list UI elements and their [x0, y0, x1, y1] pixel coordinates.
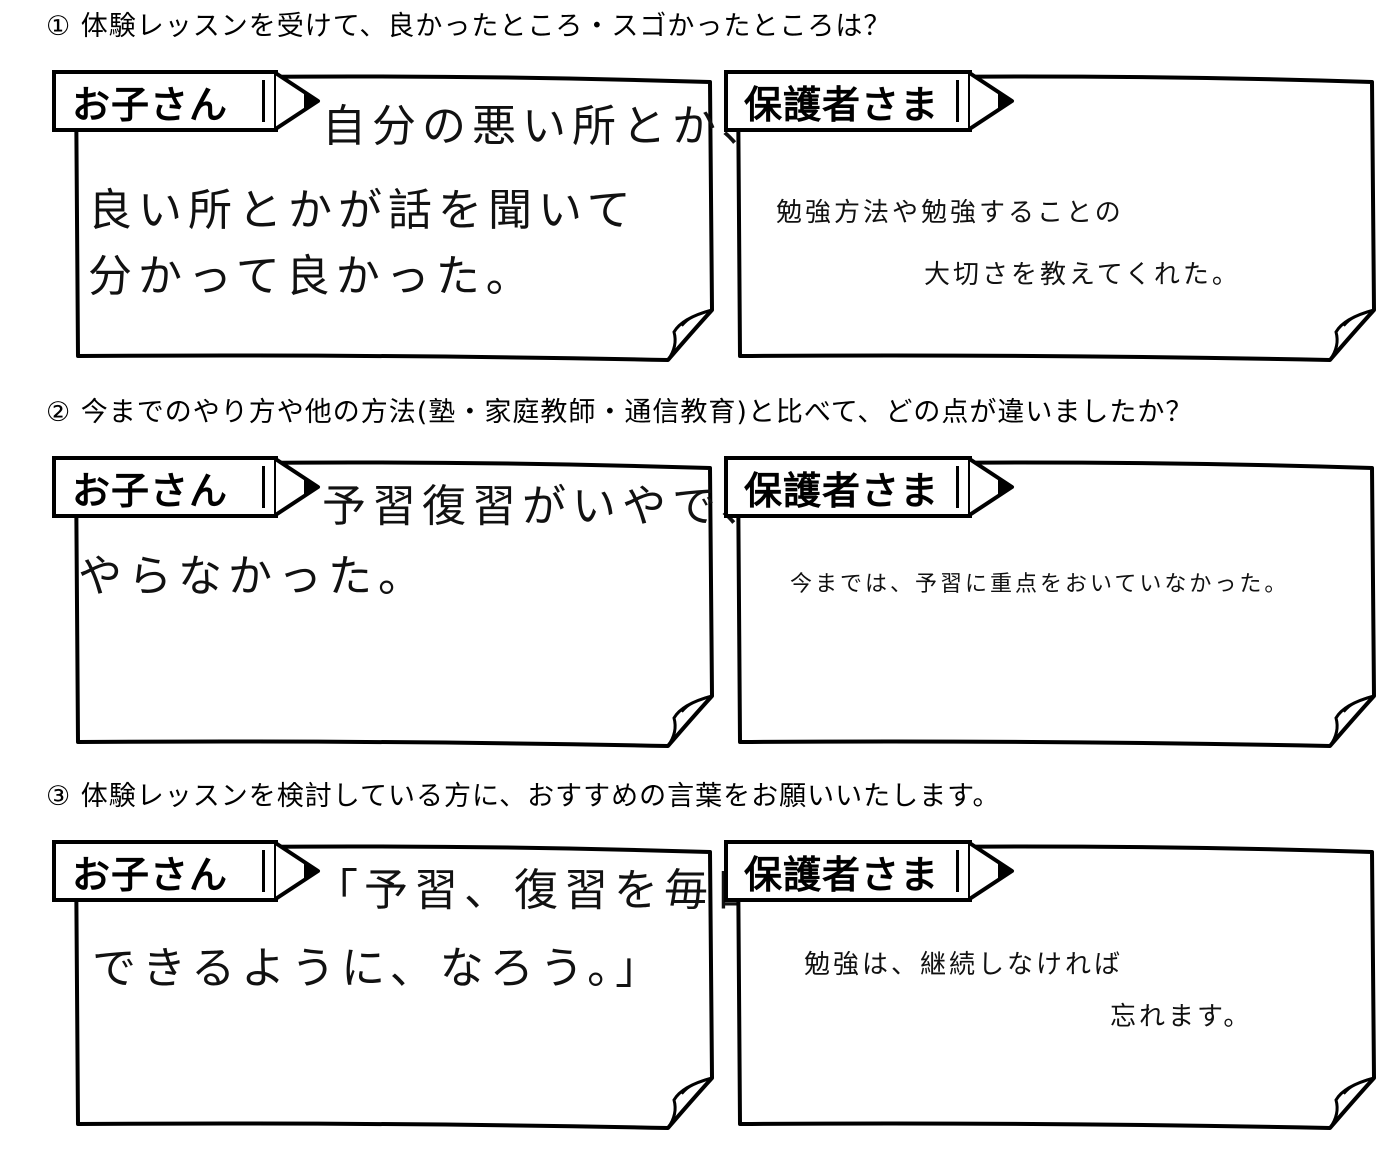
- child-label: お子さん: [72, 468, 229, 513]
- pencil-tip-icon: [274, 456, 320, 518]
- parent-label-tag: 保護者さま: [724, 70, 972, 132]
- answer-line: 良い所とかが話を聞いて: [88, 185, 637, 236]
- pencil-tip-icon: [274, 840, 320, 902]
- child-card-1: お子さん 自分の悪い所とか、 良い所とかが話を聞いて 分かって良かった。: [52, 70, 765, 362]
- parent-label: 保護者さま: [744, 82, 940, 127]
- note-frame: [74, 460, 714, 748]
- answer-line: 「予習、復習を毎日: [314, 865, 764, 916]
- child-card-3: お子さん 「予習、復習を毎日 できるように、なろう。」: [52, 840, 758, 1130]
- answer-line: やらなかった。: [78, 551, 428, 602]
- pencil-tip-icon: [968, 456, 1014, 518]
- note-frame: [736, 460, 1376, 748]
- pencil-tip-icon: [968, 840, 1014, 902]
- child-label-tag: お子さん: [52, 456, 278, 518]
- parent-card-2: 保護者さま 今までは、予習に重点をおいていなかった。: [724, 456, 1384, 748]
- answer-line: 大切さを教えてくれた。: [924, 260, 1241, 290]
- answer-line: 自分の悪い所とか、: [322, 101, 772, 152]
- note-frame: [74, 844, 714, 1130]
- answer-line: 分かって良かった。: [88, 251, 536, 302]
- answer-line: できるように、なろう。」: [92, 943, 666, 994]
- child-label-tag: お子さん: [52, 840, 278, 902]
- question-1: ① 体験レッスンを受けて、良かったところ・スゴかったところは？: [46, 11, 892, 42]
- question-2: ② 今までのやり方や他の方法(塾・家庭教師・通信教育)と比べて、どの点が違いまし…: [46, 397, 1194, 428]
- parent-label: 保護者さま: [744, 852, 940, 897]
- answer-line: 勉強は、継続しなければ: [804, 950, 1124, 980]
- answer-line: 勉強方法や勉強することの: [776, 198, 1124, 228]
- parent-card-1: 保護者さま 勉強方法や勉強することの 大切さを教えてくれた。: [724, 70, 1384, 362]
- question-3: ③ 体験レッスンを検討している方に、おすすめの言葉をお願いいたします。: [46, 781, 1001, 812]
- note-frame: [736, 844, 1376, 1130]
- answer-line: 忘れます。: [1110, 1002, 1253, 1032]
- answer-line: 予習復習がいやで、: [322, 481, 771, 532]
- parent-label-tag: 保護者さま: [724, 840, 972, 902]
- answer-line: 今までは、予習に重点をおいていなかった。: [790, 572, 1290, 597]
- pencil-tip-icon: [274, 70, 320, 132]
- parent-label: 保護者さま: [744, 468, 940, 513]
- pencil-tip-icon: [968, 70, 1014, 132]
- child-label: お子さん: [72, 82, 229, 127]
- note-frame: [736, 74, 1376, 362]
- parent-label-tag: 保護者さま: [724, 456, 972, 518]
- note-frame: [74, 74, 714, 362]
- child-label-tag: お子さん: [52, 70, 278, 132]
- parent-card-3: 保護者さま 勉強は、継続しなければ 忘れます。: [724, 840, 1384, 1130]
- child-card-2: お子さん 予習復習がいやで、 やらなかった。: [52, 456, 764, 748]
- child-label: お子さん: [72, 852, 229, 897]
